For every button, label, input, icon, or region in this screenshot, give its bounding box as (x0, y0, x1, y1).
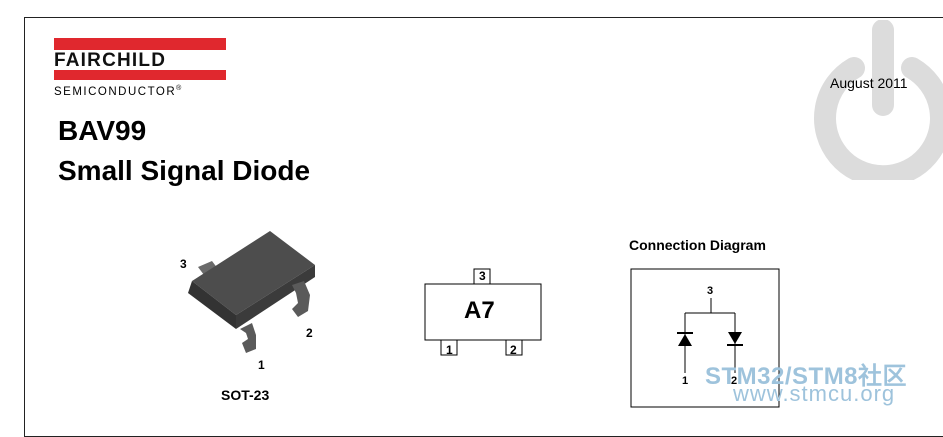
package-pin-1-label: 1 (258, 358, 265, 372)
marking-diagram (424, 268, 542, 356)
watermark-url: www.stmcu.org (733, 381, 896, 406)
connection-pin-2-label: 2 (731, 375, 738, 387)
marking-pin-2-label: 2 (510, 343, 517, 357)
part-number: BAV99 (58, 115, 147, 146)
fairchild-logo: FAIRCHILD SEMICONDUCTOR® (54, 38, 226, 99)
watermark-title: STM32/STM8社区 (705, 363, 908, 390)
package-pin-2-label: 2 (306, 326, 313, 340)
logo-red-bar-bottom (54, 70, 226, 80)
issue-date: August 2011 (830, 75, 908, 91)
connection-pin-1-label: 1 (682, 375, 689, 387)
marking-pin-1-label: 1 (446, 343, 453, 357)
logo-brand: FAIRCHILD (54, 50, 167, 71)
package-name: SOT-23 (221, 387, 270, 403)
power-icon (814, 20, 943, 180)
logo-sub-brand: SEMICONDUCTOR® (54, 85, 183, 98)
connection-diagram (630, 268, 780, 408)
part-description: Small Signal Diode (58, 155, 311, 186)
sot23-package-illustration (188, 231, 315, 353)
connection-diagram-title: Connection Diagram (629, 237, 766, 253)
marking-pin-3-label: 3 (479, 269, 486, 283)
package-pin-3-label: 3 (180, 257, 187, 271)
connection-pin-3-label: 3 (707, 285, 714, 297)
logo-red-bar-top (54, 38, 226, 50)
marking-code: A7 (464, 297, 495, 324)
